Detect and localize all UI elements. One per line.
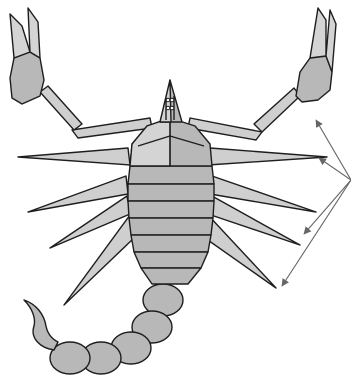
eye-2 bbox=[170, 98, 174, 102]
right-pedipalp bbox=[188, 8, 336, 140]
left-pedipalp bbox=[10, 8, 152, 138]
pointer-arrow-2 bbox=[319, 158, 351, 180]
abdomen-segment-3 bbox=[128, 201, 214, 218]
eye-4 bbox=[170, 106, 174, 110]
tail bbox=[24, 284, 183, 374]
left-claw-finger-2 bbox=[28, 8, 40, 58]
eye-1 bbox=[166, 98, 170, 102]
pointer-arrow-3 bbox=[304, 180, 351, 234]
abdomen-segment-1 bbox=[128, 166, 214, 184]
right-claw-finger-1 bbox=[310, 8, 326, 58]
leg-left-4 bbox=[64, 215, 134, 305]
left-arm-lower bbox=[40, 86, 82, 130]
abdomen-segment-5 bbox=[131, 235, 211, 252]
abdomen-segment-2 bbox=[128, 184, 214, 201]
pointer-arrow-4 bbox=[282, 180, 351, 286]
eye-3 bbox=[166, 106, 170, 110]
pointer-arrow-1 bbox=[316, 120, 351, 180]
abdomen-segment-6 bbox=[134, 252, 208, 268]
right-claw-hand bbox=[296, 56, 332, 102]
tail-stinger bbox=[24, 300, 58, 350]
pointer-arrows bbox=[282, 120, 351, 286]
right-arm-lower bbox=[254, 88, 300, 132]
left-claw-hand bbox=[10, 52, 44, 104]
leg-left-1 bbox=[18, 148, 130, 165]
leg-right-1 bbox=[208, 148, 327, 165]
abdomen-segment-4 bbox=[129, 218, 213, 235]
abdomen-segment-7 bbox=[141, 268, 201, 284]
abdomen bbox=[128, 166, 214, 284]
left-claw-finger-1 bbox=[10, 14, 30, 58]
